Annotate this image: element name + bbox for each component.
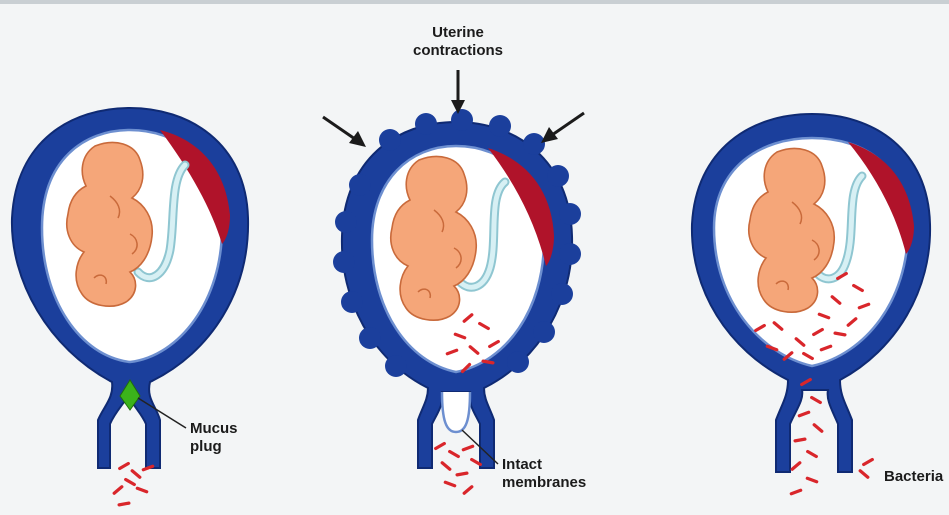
bacterium	[463, 446, 472, 449]
bacterium	[864, 460, 873, 465]
bacterium	[137, 488, 146, 491]
label-uterine-contractions: Uterine contractions	[408, 24, 508, 60]
bacterium	[436, 444, 445, 449]
label-mucus-plug-line2: plug	[190, 438, 238, 456]
bacterium	[808, 452, 817, 457]
bacterium	[464, 487, 472, 493]
uterus-middle	[323, 70, 584, 468]
intact-membrane-bulge	[442, 392, 470, 432]
bacterium	[792, 463, 800, 469]
bacterium	[795, 439, 805, 441]
bacterium	[860, 471, 868, 477]
bacterium	[457, 473, 467, 475]
bacterium	[126, 480, 135, 485]
bacterium	[791, 490, 800, 493]
label-uterine-contractions-line2: contractions	[408, 42, 508, 60]
bacterium	[835, 333, 845, 335]
label-mucus-plug: Mucus plug	[190, 420, 238, 456]
bacterium	[114, 487, 122, 493]
bacterium	[442, 463, 450, 469]
bacterium	[132, 471, 140, 477]
uterus-right	[692, 114, 930, 472]
bacterium	[450, 452, 459, 457]
bacterium	[445, 482, 454, 485]
bacterium	[483, 361, 493, 363]
label-bacteria: Bacteria	[884, 468, 943, 486]
label-intact-membranes-line2: membranes	[502, 474, 586, 492]
bacterium	[799, 412, 808, 415]
bacterium	[814, 425, 822, 431]
bacterium	[807, 478, 816, 481]
bacterium	[119, 503, 129, 505]
uterus-left	[12, 108, 248, 468]
bacterium	[120, 464, 129, 469]
label-intact-membranes: Intact membranes	[502, 456, 586, 492]
label-uterine-contractions-line1: Uterine	[408, 24, 508, 42]
bacterium	[812, 398, 821, 403]
label-intact-membranes-line1: Intact	[502, 456, 586, 474]
bacterium	[143, 466, 152, 469]
label-mucus-plug-line1: Mucus	[190, 420, 238, 438]
